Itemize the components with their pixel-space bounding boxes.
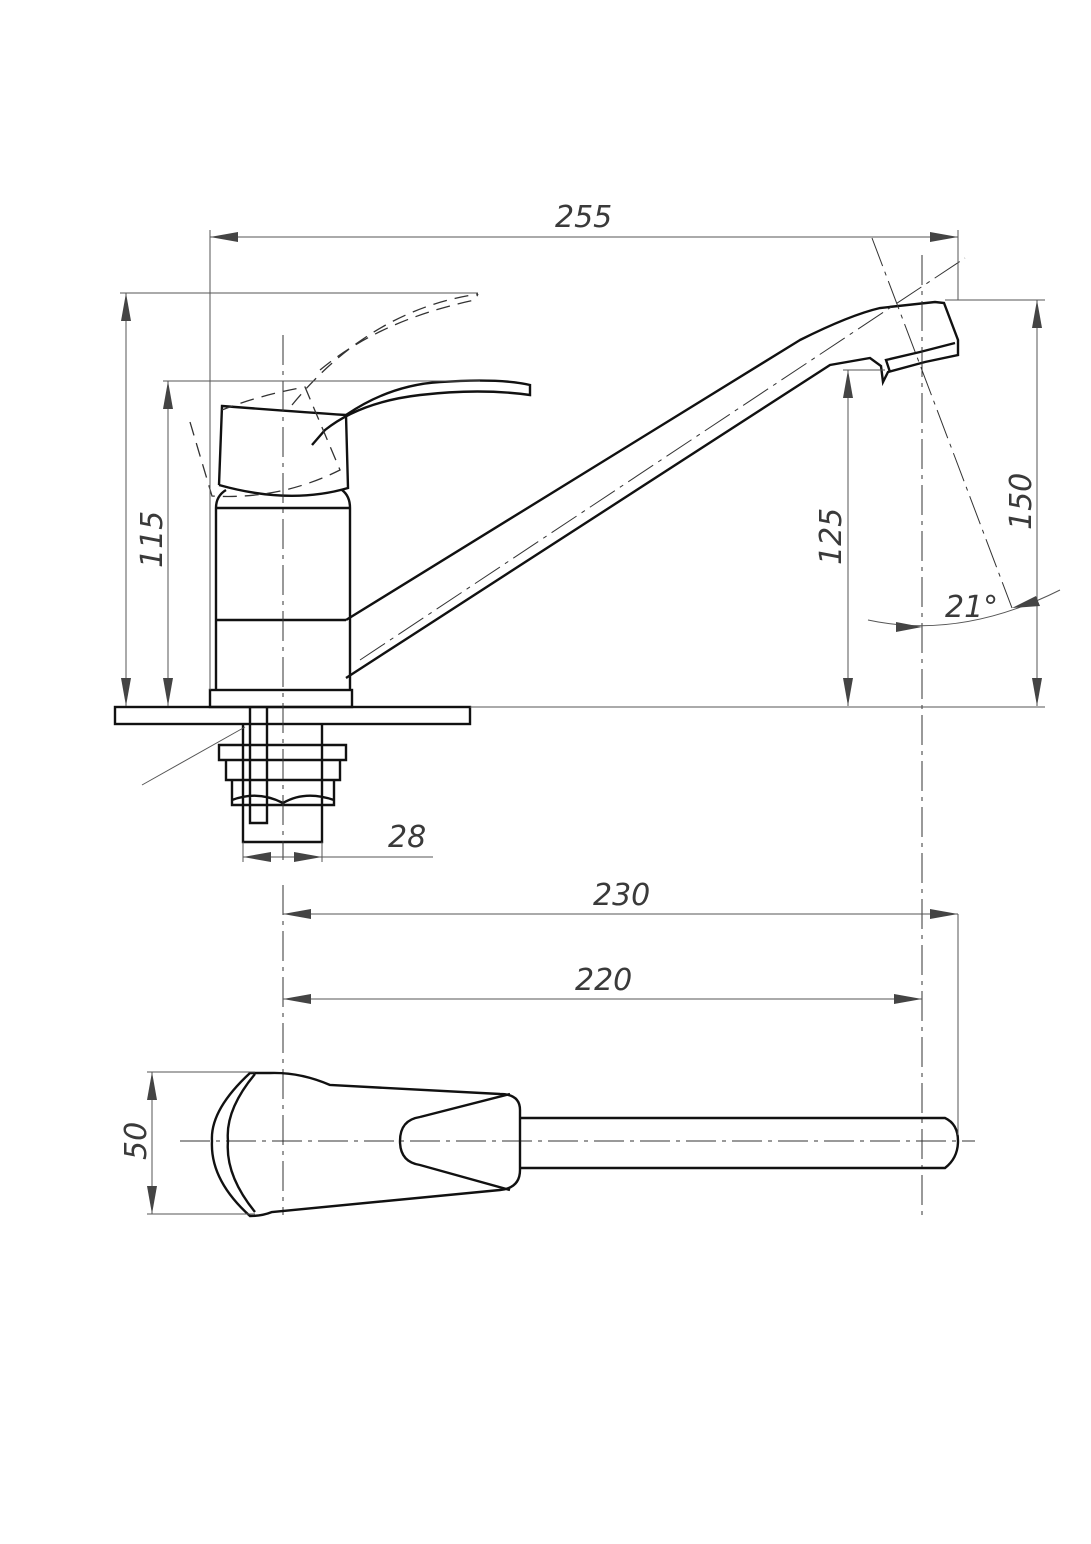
- top-view: [180, 885, 975, 1218]
- dimension-115: 115: [135, 380, 480, 706]
- lever-raised-position: [189, 293, 479, 498]
- dimension-label-230: 230: [593, 878, 650, 913]
- dimension-150: 150: [945, 299, 1045, 706]
- dimension-label-155: 155: [94, 473, 129, 530]
- dimension-label-125: 125: [814, 508, 849, 565]
- top-view-spout: [520, 1116, 960, 1170]
- dimension-label-115: 115: [135, 511, 170, 568]
- base-plate: [208, 688, 354, 709]
- side-view: [113, 237, 1013, 1215]
- lever-handle: [217, 379, 532, 497]
- dimension-label-255: 255: [555, 200, 612, 235]
- dimension-125: 125: [470, 369, 1045, 708]
- dimension-label-150: 150: [1004, 473, 1039, 530]
- dimension-label-28: 28: [388, 820, 426, 855]
- dimension-155: 155: [94, 292, 478, 706]
- dimension-255: 255: [209, 200, 959, 690]
- faucet-body: [214, 488, 352, 690]
- countertop: [113, 705, 472, 726]
- dimension-label-21-degrees: 21°: [945, 590, 998, 625]
- spout: [345, 300, 960, 680]
- dimension-label-220: 220: [575, 963, 632, 998]
- dimension-220: 220: [283, 963, 922, 1004]
- dimension-230: 230: [283, 878, 959, 1135]
- top-view-body: [210, 1071, 522, 1218]
- dimension-angle-21: 21°: [867, 589, 1061, 632]
- dimension-50: 50: [119, 1071, 255, 1215]
- dimension-28: 28: [242, 820, 433, 862]
- dimension-label-50: 50: [119, 1122, 154, 1160]
